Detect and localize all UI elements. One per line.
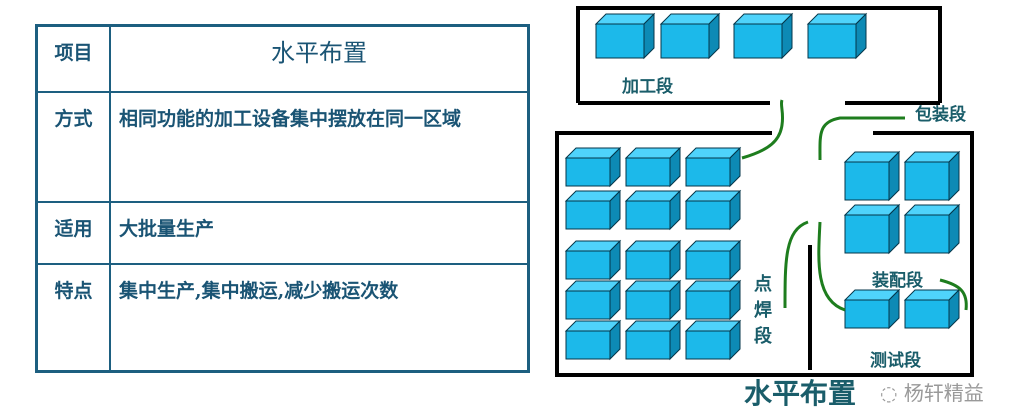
machine-cube (903, 203, 961, 255)
machine-cube (684, 319, 742, 361)
row-value: 相同功能的加工设备集中摆放在同一区域 (109, 90, 530, 203)
label-packaging: 包装段 (915, 104, 966, 125)
row-key: 特点 (35, 262, 111, 373)
header-key: 项目 (35, 24, 111, 93)
machine-cube (684, 239, 742, 281)
machine-cube (732, 12, 794, 60)
row-value: 大批量生产 (109, 200, 530, 265)
machine-cube (903, 288, 961, 330)
watermark-text: 杨轩精益 (903, 381, 984, 405)
label-welding: 点焊段 (754, 274, 772, 347)
machine-cube (843, 288, 901, 330)
machine-cube (564, 279, 622, 321)
row-value: 集中生产,集中搬运,减少搬运次数 (109, 262, 530, 373)
machine-cube (564, 189, 622, 231)
machines (564, 12, 961, 361)
label-assembly: 装配段 (871, 270, 923, 291)
machine-cube (684, 146, 742, 188)
machine-cube (903, 150, 961, 202)
machine-cube (564, 239, 622, 281)
machine-cube (843, 203, 901, 255)
label-machining: 加工段 (621, 76, 673, 97)
machine-cube (624, 319, 682, 361)
machine-cube (624, 239, 682, 281)
row-key: 适用 (35, 200, 111, 265)
machine-cube (624, 189, 682, 231)
flow-lines (741, 99, 968, 312)
machine-cube (564, 146, 622, 188)
walls (555, 6, 974, 377)
watermark: ◌ 杨轩精益 (880, 381, 984, 405)
row-key: 方式 (35, 90, 111, 203)
label-testing: 测试段 (870, 350, 921, 371)
layout-comparison-table: 项目水平布置 方式相同功能的加工设备集中摆放在同一区域 适用大批量生产 特点集中… (35, 24, 530, 373)
machine-cube (624, 146, 682, 188)
machine-cube (684, 279, 742, 321)
machine-cube (594, 12, 656, 60)
machine-cube (624, 279, 682, 321)
machine-cube (843, 150, 901, 202)
diagram-title: 水平布置 (744, 377, 856, 410)
machine-cube (564, 319, 622, 361)
machine-cube (806, 12, 868, 60)
machine-cube (659, 12, 721, 60)
header-value: 水平布置 (109, 24, 530, 93)
wechat-icon: ◌ (880, 381, 904, 405)
machine-cube (684, 189, 742, 231)
